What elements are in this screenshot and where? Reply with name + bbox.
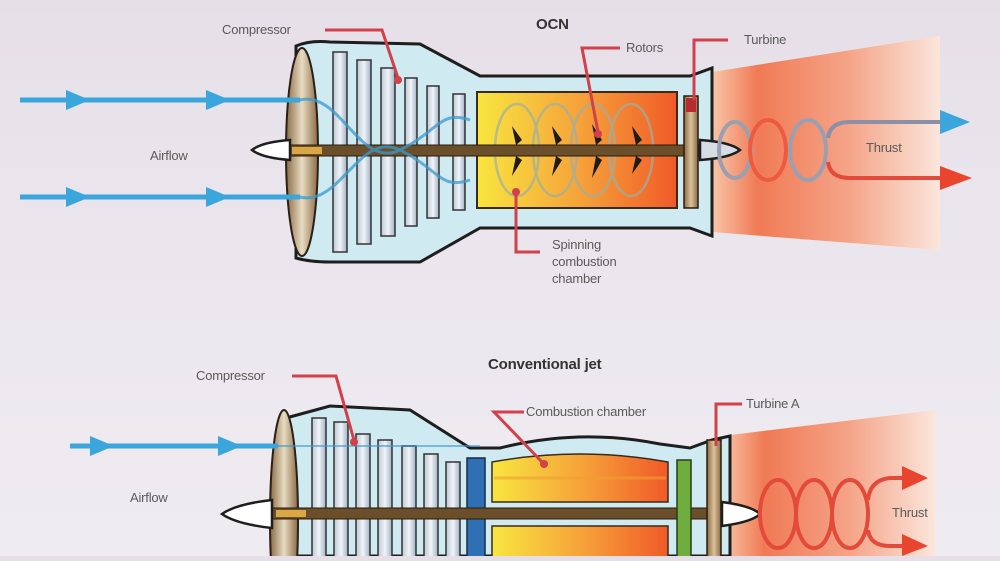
conv-chamber-label: Combustion chamber (526, 404, 646, 419)
ocn-thrust-arrow-blue (940, 110, 970, 134)
ocn-rotors-label: Rotors (626, 40, 664, 55)
conv-nose-cone (219, 498, 274, 530)
conv-compressor-final-stage (466, 457, 486, 559)
ocn-airflow-label: Airflow (150, 148, 188, 163)
ocn-title: OCN (536, 16, 569, 33)
conv-shaft (271, 507, 733, 520)
conventional-engine (70, 374, 935, 561)
ocn-turbine-label: Turbine (744, 32, 787, 47)
ocn-engine (20, 28, 972, 264)
ocn-thrust-label: Thrust (866, 140, 902, 155)
ocn-nose-cone (249, 138, 292, 162)
conv-thrust-label: Thrust (892, 505, 928, 520)
ocn-turbine (683, 95, 699, 209)
conv-airflow-arrow (70, 436, 278, 456)
conv-callout-lines (292, 374, 742, 464)
conv-exhaust-plume (722, 410, 935, 556)
conv-thrust-arrow-bottom (902, 534, 928, 556)
conv-turbine-label: Turbine A (746, 396, 800, 411)
conv-turbine-a (706, 439, 722, 559)
conv-turbine-stage-green (676, 459, 692, 559)
conv-thrust-arrow-top (902, 466, 928, 490)
ocn-thrust-arrow-red (940, 166, 972, 190)
conv-airflow-label: Airflow (130, 490, 168, 505)
conv-thrust-loops (758, 476, 910, 550)
ocn-chamber-label: Spinning combustion chamber (552, 237, 617, 286)
ocn-callout-lines (325, 28, 728, 254)
ocn-shaft (289, 144, 701, 157)
conv-combustion-chamber-lower (491, 525, 669, 559)
conv-title: Conventional jet (488, 356, 602, 373)
ocn-airflow-arrows (20, 90, 300, 207)
ocn-compressor-label: Compressor (222, 22, 291, 37)
conv-compressor-label: Compressor (196, 368, 265, 383)
ocn-thrust-loops (717, 118, 945, 182)
